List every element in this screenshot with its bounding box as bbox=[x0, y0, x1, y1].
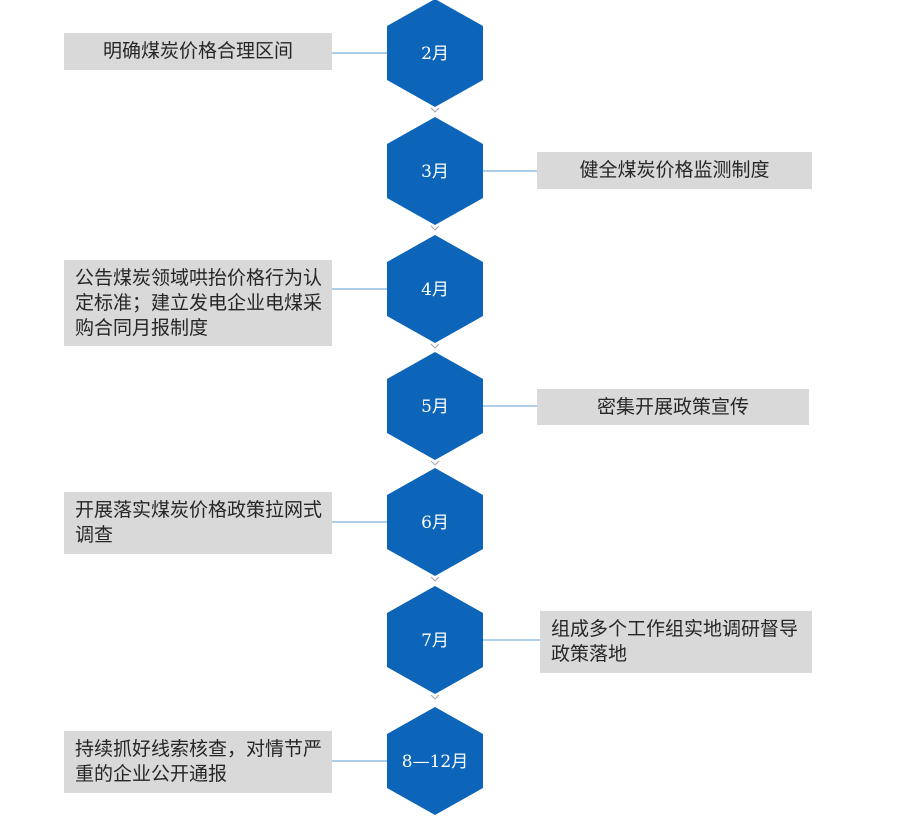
step-box-june: 开展落实煤炭价格政策拉网式调查 bbox=[64, 492, 332, 554]
down-arrow-icon bbox=[430, 694, 440, 700]
step-box-may: 密集开展政策宣传 bbox=[537, 389, 809, 425]
month-hexagon bbox=[387, 352, 483, 460]
step-box-april: 公告煤炭领域哄抬价格行为认定标准；建立发电企业电煤采购合同月报制度 bbox=[64, 260, 332, 346]
month-hexagon bbox=[387, 0, 483, 107]
down-arrow-icon bbox=[430, 343, 440, 349]
step-box-february: 明确煤炭价格合理区间 bbox=[64, 33, 332, 70]
month-label: 4月 bbox=[421, 280, 449, 300]
month-label: 2月 bbox=[421, 44, 449, 64]
down-arrow-icon bbox=[430, 460, 440, 466]
down-arrow-icon bbox=[430, 107, 440, 113]
month-label: 6月 bbox=[421, 513, 449, 533]
step-box-aug-dec: 持续抓好线索核查，对情节严重的企业公开通报 bbox=[64, 731, 332, 793]
month-hexagons: 2月 3月 4月 5月 6月 7月 8—12月 bbox=[387, 0, 483, 815]
down-arrow-icon bbox=[430, 225, 440, 231]
month-label: 8—12月 bbox=[402, 752, 468, 772]
down-arrow-icon bbox=[430, 576, 440, 582]
month-hexagon bbox=[387, 235, 483, 343]
month-hexagon bbox=[387, 468, 483, 576]
step-box-july: 组成多个工作组实地调研督导政策落地 bbox=[540, 611, 812, 673]
month-hexagon bbox=[387, 117, 483, 225]
month-hexagon bbox=[387, 586, 483, 694]
month-label: 7月 bbox=[421, 631, 449, 651]
month-label: 5月 bbox=[421, 397, 449, 417]
month-hexagon bbox=[387, 707, 483, 815]
month-label: 3月 bbox=[421, 162, 449, 182]
step-box-march: 健全煤炭价格监测制度 bbox=[537, 152, 812, 189]
step-arrows bbox=[430, 107, 440, 700]
